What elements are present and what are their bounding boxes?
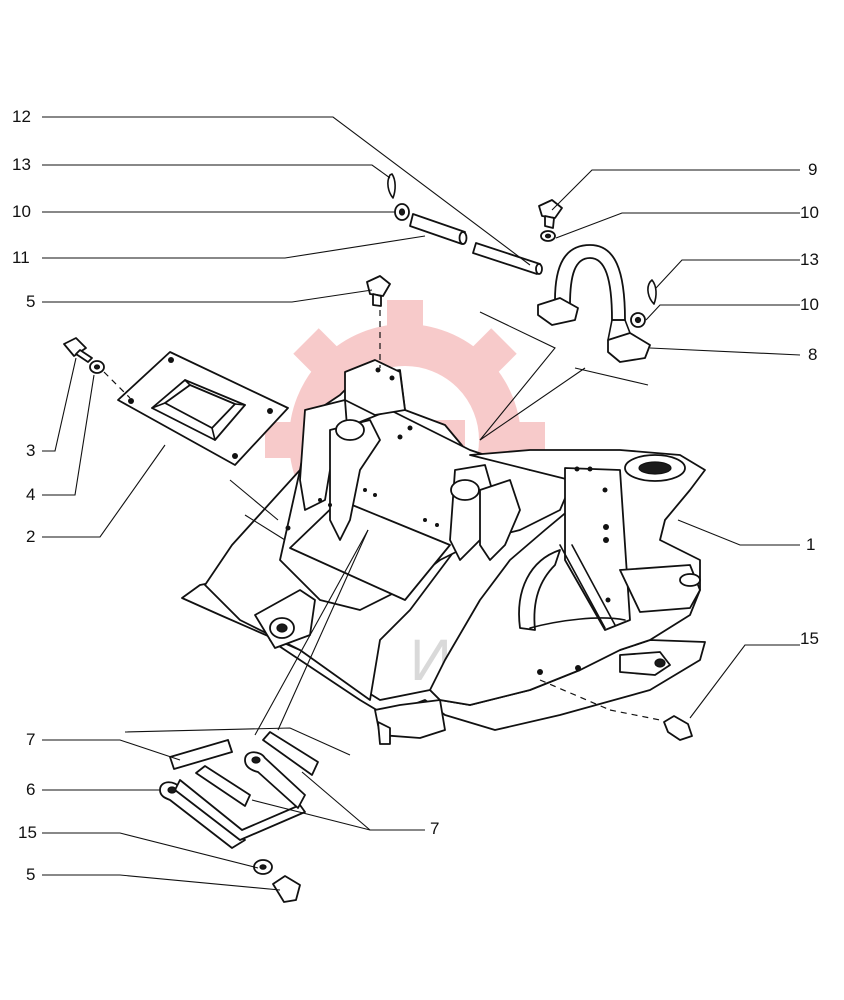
block-7-center	[195, 765, 251, 807]
washer-15-bottom	[253, 859, 273, 875]
callout-10-left: 10	[12, 202, 31, 221]
washer-10-right-top	[540, 230, 556, 242]
callout-13-right: 13	[800, 250, 819, 269]
cover-plate	[117, 351, 289, 466]
bolt-3	[63, 337, 93, 363]
callout-1: 1	[806, 535, 815, 554]
callout-5-top: 5	[26, 292, 35, 311]
callout-5-bottom: 5	[26, 865, 35, 884]
bolt-5-top	[366, 275, 391, 307]
callout-10-right-top: 10	[800, 203, 819, 222]
bolt-5-bottom	[272, 875, 301, 903]
callout-6: 6	[26, 780, 35, 799]
callout-3: 3	[26, 441, 35, 460]
washer-4	[89, 360, 105, 374]
bolt-15-right	[663, 715, 693, 741]
callout-11: 11	[12, 248, 30, 267]
callout-9: 9	[808, 160, 817, 179]
clamp-6-right	[244, 751, 306, 809]
callout-labels: 12 13 10 11 5 3 4 2 9 10 13 10 8 1 15 7 …	[12, 107, 819, 884]
block-7-left	[169, 739, 233, 770]
callout-7-left: 7	[26, 730, 35, 749]
callout-13-left: 13	[12, 155, 31, 174]
cotter-pin-13-left	[387, 173, 396, 199]
clamp-6-left	[159, 779, 306, 849]
pin-11	[409, 213, 468, 245]
main-frame	[181, 359, 706, 745]
callout-15-right: 15	[800, 629, 819, 648]
callout-8: 8	[808, 345, 817, 364]
callout-4: 4	[26, 485, 35, 504]
callout-7-right: 7	[430, 819, 439, 838]
washer-10-left	[394, 203, 410, 221]
leader-lines	[42, 116, 801, 891]
u-bracket-8	[537, 244, 651, 363]
callout-12: 12	[12, 107, 31, 126]
cotter-pin-13-right	[647, 279, 657, 305]
bolt-9	[538, 199, 563, 229]
block-7-right	[262, 731, 319, 776]
washer-10-right-bottom	[630, 312, 646, 328]
callout-2: 2	[26, 527, 35, 546]
callout-10-right-bottom: 10	[800, 295, 819, 314]
callout-15-bottom: 15	[18, 823, 37, 842]
